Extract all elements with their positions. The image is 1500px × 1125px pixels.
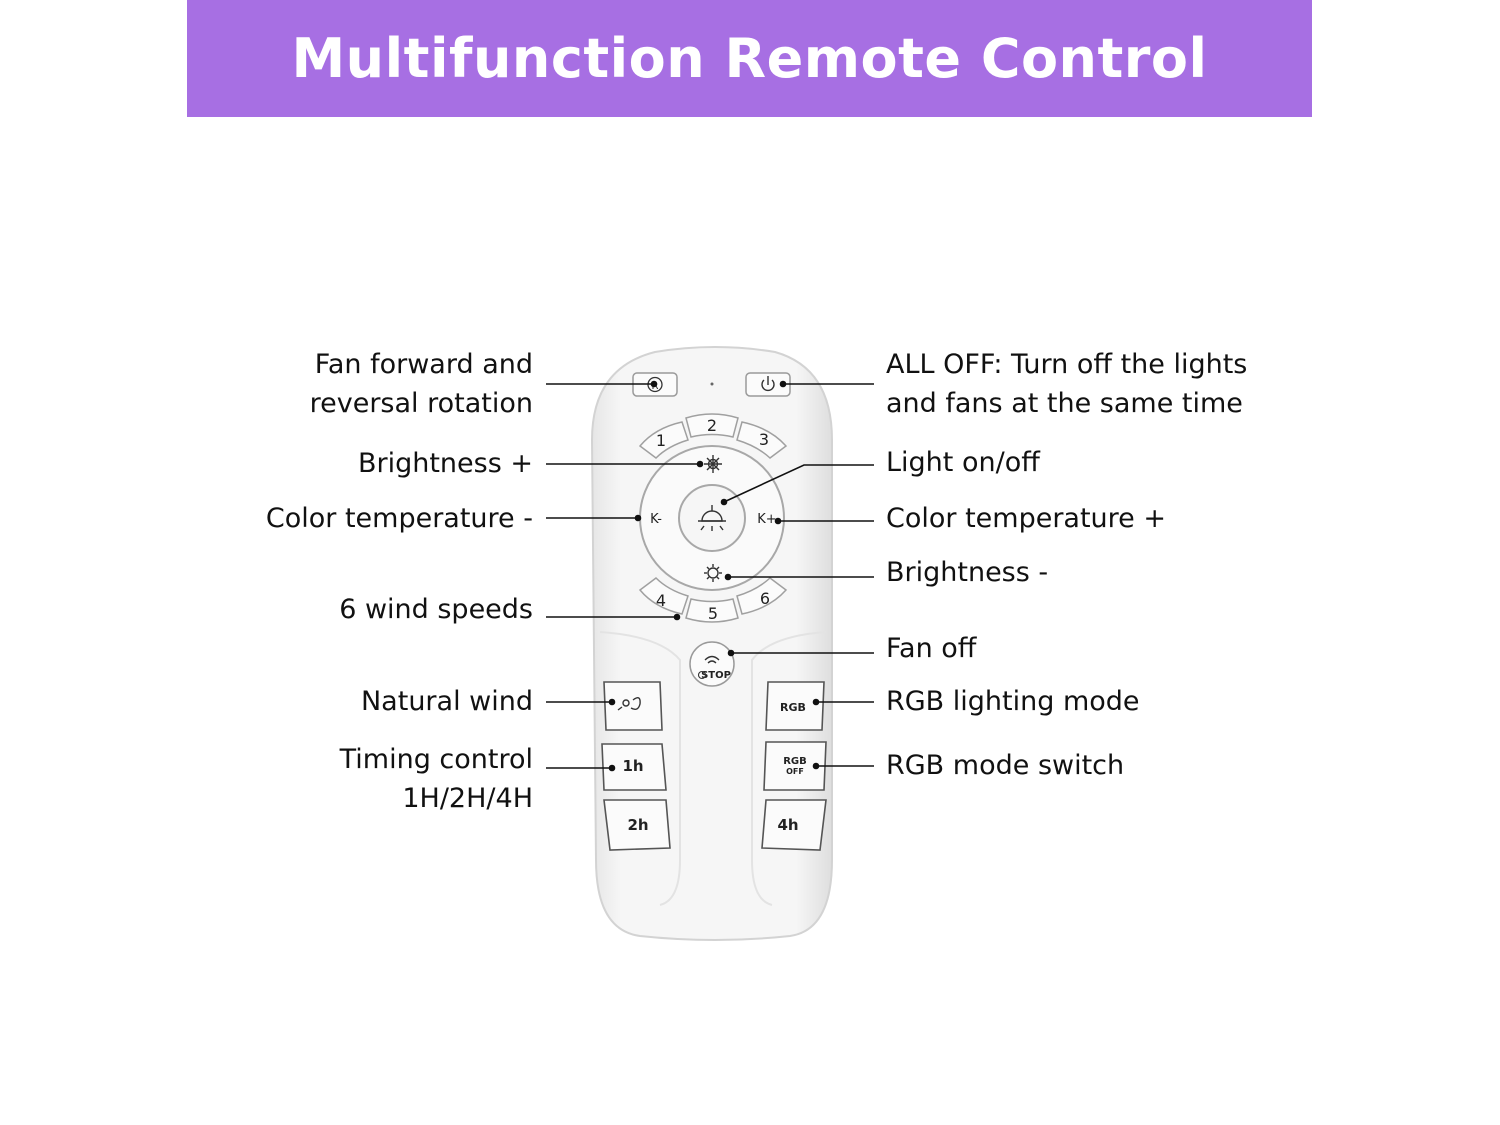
label-color-temperature-plus: Color temperature + xyxy=(886,499,1166,538)
label-brightness-plus: Brightness + xyxy=(358,444,533,483)
label-line: ALL OFF: Turn off the lights xyxy=(886,349,1248,380)
label-line: Natural wind xyxy=(360,686,533,717)
header-banner: Multifunction Remote Control xyxy=(187,0,1312,117)
timer-2h-label: 2h xyxy=(627,816,648,834)
timer-1h-button[interactable]: 1h xyxy=(601,743,667,791)
label-fan-off: Fan off xyxy=(886,629,976,668)
fan-icon xyxy=(697,670,707,680)
leader-all-off xyxy=(779,380,874,388)
speed-button-2[interactable]: 2 xyxy=(685,413,739,438)
speed-label: 3 xyxy=(759,430,769,449)
label-line: Light on/off xyxy=(886,447,1040,478)
label-line: Color temperature + xyxy=(886,503,1166,534)
timer-4h-label: 4h xyxy=(777,816,798,834)
label-line: reversal rotation xyxy=(309,388,533,419)
light-onoff-button[interactable] xyxy=(698,505,726,531)
speed-label: 4 xyxy=(656,591,666,610)
label-natural-wind: Natural wind xyxy=(361,682,533,721)
color-temperature-minus-button[interactable]: K- xyxy=(650,512,662,527)
page-title: Multifunction Remote Control xyxy=(291,27,1208,90)
speed-button-4[interactable]: 4 xyxy=(638,577,689,615)
label-line: 6 wind speeds xyxy=(339,594,533,625)
leader-color-temperature-plus xyxy=(774,517,874,525)
speed-label: 2 xyxy=(707,416,717,435)
leader-brightness-plus xyxy=(546,460,704,468)
speed-button-1[interactable]: 1 xyxy=(638,421,689,459)
label-fan-rotation: Fan forward and reversal rotation xyxy=(310,345,533,423)
label-wind-speeds: 6 wind speeds xyxy=(339,590,533,629)
sun-minus-icon xyxy=(704,564,722,582)
label-rgb-mode-switch: RGB mode switch xyxy=(886,746,1124,785)
timer-2h-button[interactable]: 2h xyxy=(603,799,671,851)
rgb-off-label-bottom: OFF xyxy=(786,767,804,776)
power-icon xyxy=(761,376,775,392)
leader-brightness-minus xyxy=(724,573,874,581)
speed-label: 1 xyxy=(656,431,666,450)
brightness-plus-button[interactable] xyxy=(704,455,722,473)
label-line: RGB mode switch xyxy=(886,750,1125,781)
leader-rgb-lighting-mode xyxy=(812,698,874,706)
k-plus-label: K+ xyxy=(757,512,776,527)
label-line: Color temperature - xyxy=(265,503,533,534)
ceiling-light-icon xyxy=(698,505,726,531)
label-timing-control: Timing control 1H/2H/4H xyxy=(340,740,533,818)
stop-label: STOP xyxy=(701,670,731,681)
leader-light-onoff xyxy=(720,464,874,506)
label-line: Brightness - xyxy=(886,557,1049,588)
speed-button-6[interactable]: 6 xyxy=(736,577,788,615)
rgb-off-label-top: RGB xyxy=(783,756,807,767)
lower-panel-outline xyxy=(599,631,827,906)
leader-rgb-mode-switch xyxy=(812,762,874,770)
indicator-led xyxy=(710,382,714,386)
label-rgb-lighting-mode: RGB lighting mode xyxy=(886,682,1140,721)
label-line: Timing control xyxy=(339,744,533,775)
rgb-label: RGB xyxy=(780,701,806,714)
label-brightness-minus: Brightness - xyxy=(886,553,1048,592)
sun-plus-icon xyxy=(704,455,722,473)
light-control-ring xyxy=(639,445,785,591)
label-line: Fan off xyxy=(886,633,977,664)
wireless-icon xyxy=(704,655,720,664)
brightness-minus-button[interactable] xyxy=(704,564,722,582)
label-all-off: ALL OFF: Turn off the lights and fans at… xyxy=(886,345,1247,423)
label-line: Fan forward and xyxy=(314,349,533,380)
rgb-mode-switch-button[interactable]: RGB OFF xyxy=(763,741,827,791)
label-color-temperature-minus: Color temperature - xyxy=(266,499,533,538)
leader-color-temperature-minus xyxy=(546,514,642,522)
speed-button-3[interactable]: 3 xyxy=(736,421,788,459)
label-line: and fans at the same time xyxy=(886,388,1243,419)
color-temperature-plus-button[interactable]: K+ xyxy=(757,512,776,527)
k-minus-label: K- xyxy=(650,512,662,527)
leader-rotation xyxy=(546,380,658,388)
leader-timing xyxy=(546,764,616,772)
natural-wind-button[interactable] xyxy=(603,681,663,731)
speed-label: 5 xyxy=(708,604,718,623)
label-light-onoff: Light on/off xyxy=(886,443,1040,482)
speed-button-5[interactable]: 5 xyxy=(685,598,739,623)
label-line: 1H/2H/4H xyxy=(402,783,533,814)
leader-fan-off xyxy=(727,649,874,657)
timer-4h-button[interactable]: 4h xyxy=(761,799,827,851)
speed-label: 6 xyxy=(760,589,770,608)
fan-off-button[interactable]: STOP xyxy=(689,641,735,687)
callout-lines xyxy=(546,380,874,772)
timer-1h-label: 1h xyxy=(622,757,643,775)
label-line: RGB lighting mode xyxy=(886,686,1140,717)
natural-wind-icon xyxy=(617,697,641,711)
leader-wind-speeds xyxy=(546,613,681,621)
label-line: Brightness + xyxy=(357,448,533,479)
rgb-lighting-mode-button[interactable]: RGB xyxy=(765,681,825,731)
leader-natural-wind xyxy=(546,698,616,706)
